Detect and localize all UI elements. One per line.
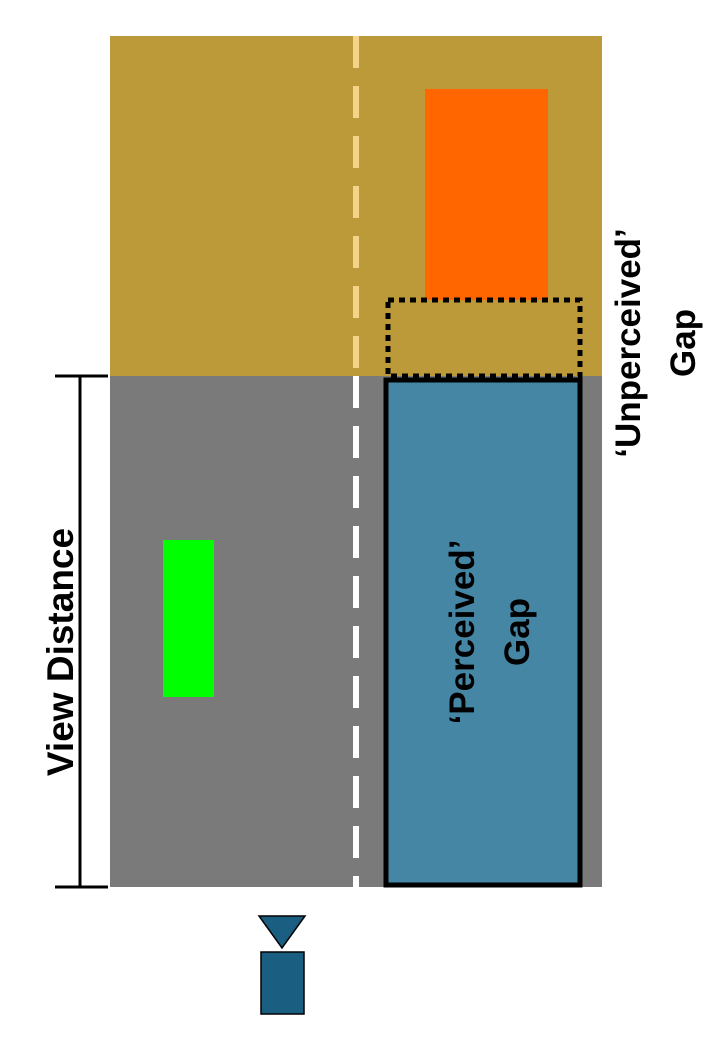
unperceived-gap-label-line1: ‘Unperceived’ xyxy=(609,228,648,458)
orange-vehicle xyxy=(425,89,548,300)
perceived-gap-label-line1: ‘Perceived’ xyxy=(443,540,482,725)
view-distance-label: View Distance xyxy=(40,528,81,776)
perceived-gap-box xyxy=(383,377,583,888)
green-vehicle xyxy=(163,540,214,697)
car-icon xyxy=(260,951,305,1015)
triangle-down-icon xyxy=(257,915,307,950)
unperceived-gap-box xyxy=(385,297,583,379)
view-distance-bracket xyxy=(55,374,108,889)
unperceived-gap-label-line2: Gap xyxy=(664,309,703,377)
perceived-gap-label-line2: Gap xyxy=(498,598,537,666)
